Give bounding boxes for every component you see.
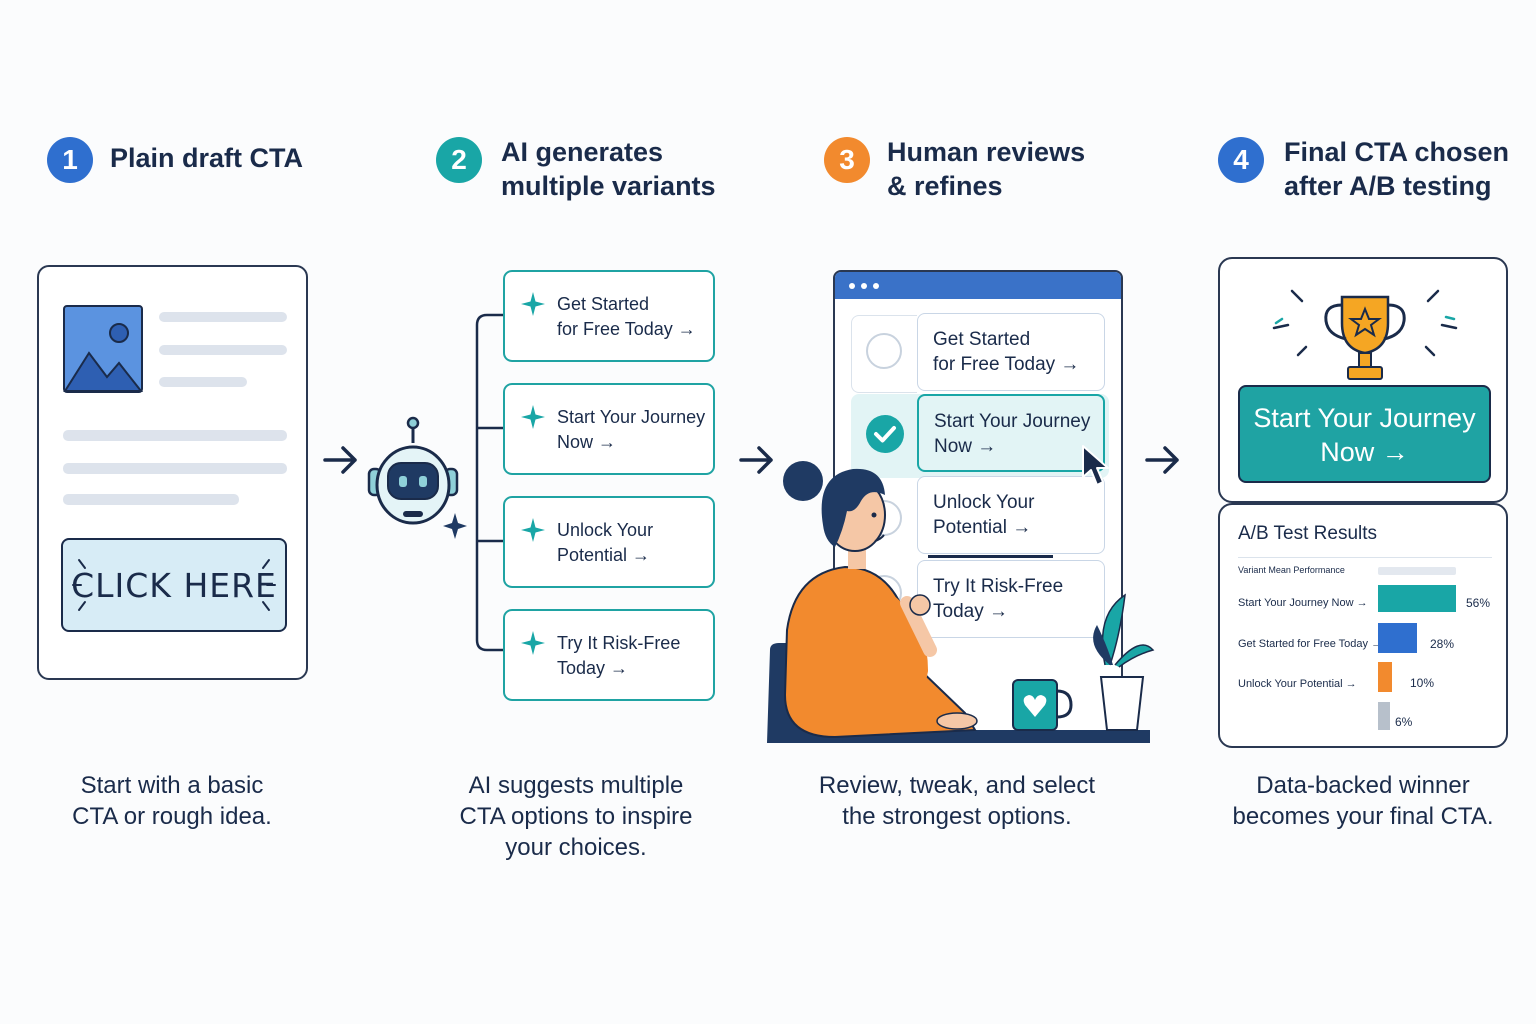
ab-results-card: A/B Test Results Variant Mean Performanc… <box>1218 503 1508 748</box>
window-dot-icon <box>861 283 867 289</box>
window-titlebar <box>835 272 1121 299</box>
ab-row-label: Unlock Your Potential → <box>1238 678 1357 690</box>
mouse-cursor-icon <box>1080 443 1112 494</box>
step-3-badge: 3 <box>824 137 870 183</box>
ab-bar <box>1378 702 1390 730</box>
ab-row-label: Start Your Journey Now → <box>1238 597 1368 609</box>
review-option-label: Try It Risk-Free Today → <box>933 576 1064 622</box>
variant-label: Unlock Your Potential → <box>557 520 654 565</box>
text-line <box>159 345 287 355</box>
review-option-label: Unlock Your Potential → <box>933 492 1035 538</box>
ab-header: Variant Mean Performance <box>1238 565 1345 575</box>
variant-bracket <box>473 300 507 665</box>
step-2-badge: 2 <box>436 137 482 183</box>
sparkle-icon <box>521 631 545 655</box>
sparkle-icon <box>521 518 545 542</box>
step-1-badge: 1 <box>47 137 93 183</box>
step-3-title: Human reviews & refines <box>887 137 1086 201</box>
final-cta-button[interactable]: Start Your Journey Now → <box>1238 385 1491 483</box>
ab-row-pct: 28% <box>1430 637 1455 651</box>
final-cta-card: Start Your Journey Now → <box>1218 257 1508 503</box>
step-2-caption: AI suggests multiple CTA options to insp… <box>459 772 693 861</box>
text-line <box>63 430 287 441</box>
window-dot-icon <box>873 283 879 289</box>
draft-page-card: CLICK HERE <box>37 265 308 680</box>
text-line <box>159 312 287 322</box>
trophy-icon <box>1270 283 1460 398</box>
ab-bar <box>1378 585 1456 612</box>
variant-card[interactable]: Try It Risk-Free Today → <box>503 609 715 701</box>
ab-bar <box>1378 662 1392 692</box>
flow-arrow-icon <box>1144 444 1182 476</box>
step-4-title: Final CTA chosen after A/B testing <box>1284 137 1510 201</box>
ab-results-title: A/B Test Results <box>1238 523 1378 544</box>
option-radio[interactable] <box>866 333 902 369</box>
step-4-badge: 4 <box>1218 137 1264 183</box>
draft-cta-button[interactable]: CLICK HERE <box>61 538 287 632</box>
step-3-caption: Review, tweak, and select the strongest … <box>818 772 1096 830</box>
text-line <box>159 377 247 387</box>
review-option-card[interactable]: Get Started for Free Today → <box>917 313 1105 391</box>
ab-row-pct: 10% <box>1410 676 1435 690</box>
underline-accent <box>928 555 1053 558</box>
sparkle-icon <box>521 292 545 316</box>
draft-cta-label: CLICK HERE <box>71 566 277 605</box>
sparkle-icon <box>521 405 545 429</box>
ab-row-pct: 56% <box>1466 596 1491 610</box>
ab-header-bar <box>1378 567 1456 575</box>
flow-arrow-icon <box>322 444 360 476</box>
step-4-caption: Data-backed winner becomes your final CT… <box>1232 772 1494 830</box>
final-cta-label: Start Your Journey Now → <box>1253 403 1476 467</box>
text-line <box>63 463 287 474</box>
image-placeholder-icon <box>63 305 144 400</box>
review-option-card-selected[interactable]: Start Your Journey Now → <box>917 394 1105 472</box>
variant-card[interactable]: Get Started for Free Today → <box>503 270 715 362</box>
variant-card[interactable]: Start Your Journey Now → <box>503 383 715 475</box>
flow-arrow-icon <box>738 444 776 476</box>
step-1-caption: Start with a basic CTA or rough idea. <box>72 772 272 830</box>
robot-icon <box>365 415 470 550</box>
option-checked-icon[interactable] <box>865 414 905 459</box>
review-option-label: Get Started for Free Today → <box>933 329 1080 375</box>
ab-row-pct: 6% <box>1395 715 1413 729</box>
row-divider <box>851 315 917 393</box>
variant-label: Get Started for Free Today → <box>557 294 696 339</box>
step-1-title: Plain draft CTA <box>110 143 304 173</box>
text-line <box>63 494 239 505</box>
sparkle-dashes-icon <box>72 559 276 611</box>
window-dot-icon <box>849 283 855 289</box>
variant-card[interactable]: Unlock Your Potential → <box>503 496 715 588</box>
person-illustration <box>765 455 1155 752</box>
review-option-label: Start Your Journey Now → <box>934 411 1091 457</box>
review-option-card[interactable]: Unlock Your Potential → <box>917 476 1105 554</box>
review-option-card[interactable]: Try It Risk-Free Today → <box>917 560 1105 638</box>
variant-label: Start Your Journey Now → <box>557 407 706 452</box>
ab-bar <box>1378 623 1417 653</box>
variant-label: Try It Risk-Free Today → <box>557 633 681 678</box>
step-2-title: AI generates multiple variants <box>501 137 716 201</box>
ab-divider <box>1238 557 1492 558</box>
ab-row-label: Get Started for Free Today → <box>1238 638 1383 650</box>
